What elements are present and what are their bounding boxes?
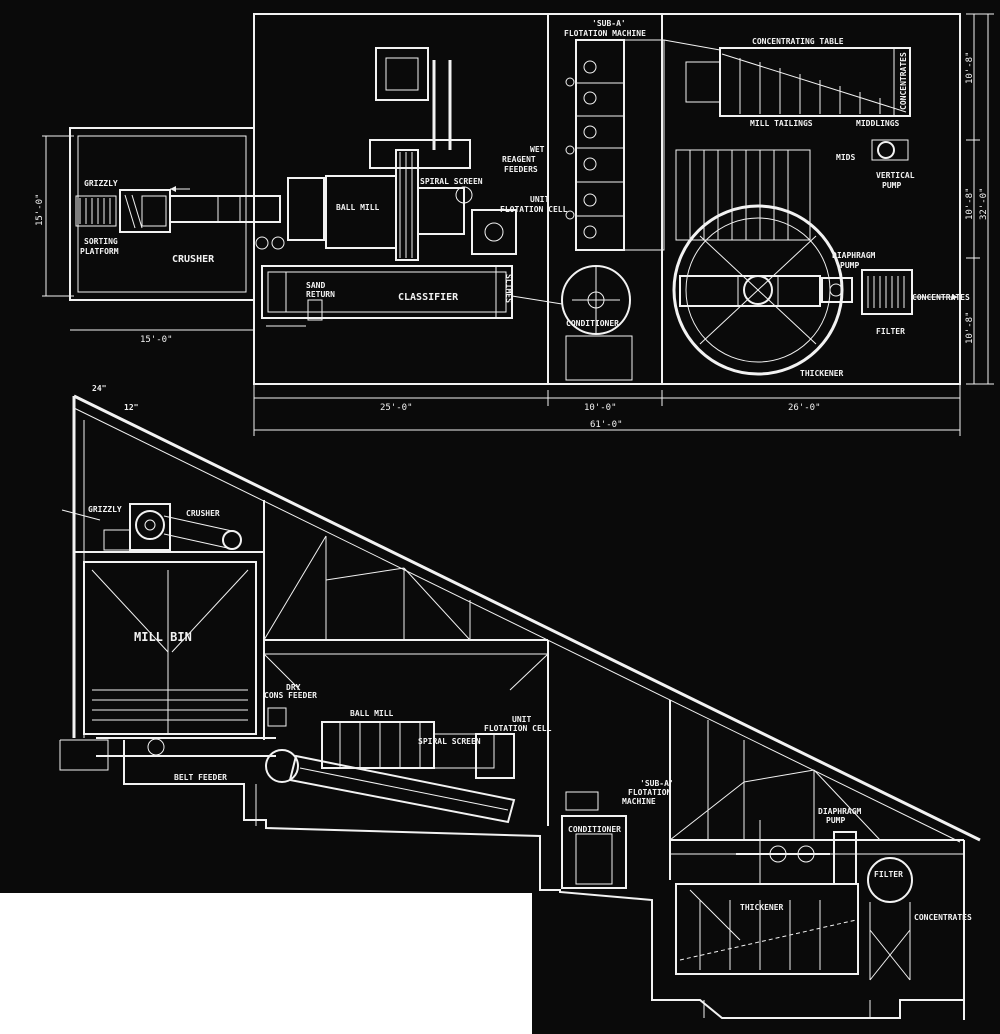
plan-label-sorting: SORTING bbox=[84, 237, 118, 246]
plan-classifier bbox=[261, 265, 513, 327]
plan-label-crusher: CRUSHER bbox=[172, 254, 215, 265]
dim-total-height: 32'-0" bbox=[979, 187, 989, 220]
plan-label-diaphragm-pump: PUMP bbox=[840, 261, 859, 270]
plan-label-flotation-machine: FLOTATION MACHINE bbox=[564, 29, 646, 38]
plan-label-vertical-pump: PUMP bbox=[882, 181, 901, 190]
section-label-mill-bin: MILL BIN bbox=[134, 630, 192, 644]
plan-label-thickener: THICKENER bbox=[800, 369, 844, 378]
plan-label-mill-tailings: MILL TAILINGS bbox=[750, 119, 813, 128]
section-thickener bbox=[675, 820, 859, 975]
plan-label-middlings: MIDDLINGS bbox=[856, 119, 900, 128]
section-label-pitch-run: 24" bbox=[92, 384, 106, 393]
dim-height-3: 10'-8" bbox=[965, 311, 975, 344]
plan-label-ball-mill: BALL MILL bbox=[336, 203, 380, 212]
section-label-belt-feeder: BELT FEEDER bbox=[174, 773, 227, 782]
section-mill-bin bbox=[83, 561, 257, 735]
section-label-machine: MACHINE bbox=[622, 797, 656, 806]
section-label-grizzly: GRIZZLY bbox=[88, 505, 122, 514]
section-roof-inner bbox=[73, 407, 961, 843]
plan-label-concentrates-vertical: CONCENTRATES bbox=[899, 52, 908, 110]
section-label-conditioner: CONDITIONER bbox=[568, 825, 621, 834]
section-label-crusher: CRUSHER bbox=[186, 509, 220, 518]
section-label-flotation: FLOTATION bbox=[628, 788, 672, 797]
dim-left-width: 15'-0" bbox=[140, 335, 173, 345]
plan-label-return: RETURN bbox=[306, 290, 335, 299]
plan-label-conditioner: CONDITIONER bbox=[566, 319, 619, 328]
plan-label-slimes: SLIMES bbox=[504, 274, 513, 303]
section-classifier bbox=[288, 754, 516, 824]
dim-left-height: 15'-0" bbox=[35, 193, 45, 226]
dim-width-3: 26'-0" bbox=[788, 403, 821, 413]
plan-label-diaphragm: DIAPHRAGM bbox=[832, 251, 876, 260]
section-view: 24" 12" GRIZZLY CRUSHER MILL BIN DRY CON… bbox=[59, 384, 981, 1020]
section-label-cons-feeder: CONS FEEDER bbox=[264, 691, 317, 700]
section-label-pitch-rise: 12" bbox=[124, 403, 138, 412]
dim-total-width: 61'-0" bbox=[590, 420, 623, 430]
plan-label-concentrating-table: CONCENTRATING TABLE bbox=[752, 37, 844, 46]
section-label-pump: PUMP bbox=[826, 816, 845, 825]
plan-unit-flotation-cell bbox=[471, 209, 517, 255]
plan-conveyor bbox=[169, 186, 285, 250]
plan-label-filter: FILTER bbox=[876, 327, 905, 336]
section-conditioner bbox=[561, 815, 627, 889]
section-label-unit: UNIT bbox=[512, 715, 531, 724]
dim-width-1: 25'-0" bbox=[380, 403, 413, 413]
plan-vertical-pump bbox=[871, 139, 909, 161]
plan-annex-inner bbox=[77, 135, 247, 293]
plan-flotation-machine bbox=[565, 39, 665, 251]
section-label-concentrates: CONCENTRATES bbox=[914, 913, 972, 922]
plan-label-grizzly: GRIZZLY bbox=[84, 179, 118, 188]
section-trusses bbox=[263, 500, 965, 1020]
section-filter bbox=[867, 857, 913, 981]
plan-diaphragm-pump bbox=[821, 277, 853, 303]
section-label-filter: FILTER bbox=[874, 870, 903, 879]
section-label-flotation-cell: FLOTATION CELL bbox=[484, 724, 552, 733]
section-belt-feeder bbox=[96, 737, 299, 783]
dim-height-2: 10'-8" bbox=[965, 187, 975, 220]
section-foundations bbox=[59, 739, 964, 1019]
section-label-sub-a: 'SUB-A' bbox=[640, 779, 674, 788]
plan-stairs bbox=[675, 149, 811, 241]
section-label-dry: DRY bbox=[286, 683, 301, 692]
section-diaphragm-pump bbox=[833, 831, 857, 885]
plan-label-flotation-cell: FLOTATION CELL bbox=[500, 205, 568, 214]
dim-height-1: 10'-8" bbox=[965, 51, 975, 84]
plan-label-wet: WET bbox=[530, 145, 545, 154]
section-ball-mill bbox=[267, 707, 515, 779]
plan-label-sand: SAND bbox=[306, 281, 325, 290]
plan-view: GRIZZLY SORTING PLATFORM CRUSHER BALL MI… bbox=[35, 13, 994, 436]
plan-dimensions bbox=[42, 13, 994, 436]
plan-label-sub-a: 'SUB-A' bbox=[592, 19, 626, 28]
section-label-ball-mill: BALL MILL bbox=[350, 709, 394, 718]
plan-label-concentrates: CONCENTRATES bbox=[912, 293, 970, 302]
plan-label-unit: UNIT bbox=[530, 195, 549, 204]
plan-label-classifier: CLASSIFIER bbox=[398, 292, 459, 303]
plan-label-vertical: VERTICAL bbox=[876, 171, 915, 180]
dim-width-2: 10'-0" bbox=[584, 403, 617, 413]
plan-ball-mill bbox=[287, 47, 473, 261]
plan-conditioner bbox=[511, 265, 633, 381]
section-label-thickener: THICKENER bbox=[740, 903, 784, 912]
plan-annex-outline bbox=[69, 127, 255, 301]
plan-label-spiral-screen: SPIRAL SCREEN bbox=[420, 177, 483, 186]
plan-label-mids: MIDS bbox=[836, 153, 855, 162]
section-roof bbox=[73, 394, 981, 842]
plan-filter bbox=[861, 269, 958, 315]
plan-grizzly bbox=[75, 195, 117, 227]
section-label-diaphragm: DIAPHRAGM bbox=[818, 807, 862, 816]
section-crusher bbox=[129, 503, 171, 551]
plan-label-feeders: FEEDERS bbox=[504, 165, 538, 174]
section-label-spiral-screen: SPIRAL SCREEN bbox=[418, 737, 481, 746]
plan-label-platform: PLATFORM bbox=[80, 247, 119, 256]
plan-concentrating-table bbox=[663, 39, 911, 117]
plan-label-reagent: REAGENT bbox=[502, 155, 536, 164]
